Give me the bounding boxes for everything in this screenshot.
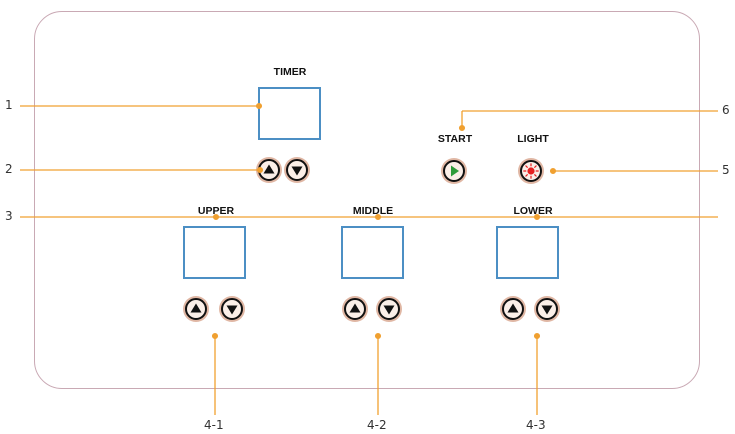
light-button[interactable] [520, 160, 542, 182]
down-arrow-icon [291, 166, 303, 176]
lower-label: LOWER [513, 205, 553, 217]
up-arrow-icon [190, 303, 202, 313]
leader-dot-5 [549, 167, 557, 175]
down-arrow-icon [541, 305, 553, 315]
callout-6: 6 [722, 103, 730, 117]
leader-dot-3-upper [212, 213, 220, 221]
down-arrow-icon [226, 305, 238, 315]
up-arrow-icon [349, 303, 361, 313]
callout-4-2: 4-2 [367, 418, 387, 432]
lower-display [496, 226, 559, 279]
timer-display [258, 87, 321, 140]
upper-down-button[interactable] [221, 298, 243, 320]
callout-4-1: 4-1 [204, 418, 224, 432]
callout-1: 1 [5, 98, 13, 112]
lower-down-button[interactable] [536, 298, 558, 320]
up-arrow-icon [263, 164, 275, 174]
callout-4-3: 4-3 [526, 418, 546, 432]
start-button[interactable] [443, 160, 465, 182]
up-arrow-icon [507, 303, 519, 313]
callout-3: 3 [5, 209, 13, 223]
middle-down-button[interactable] [378, 298, 400, 320]
start-label: START [437, 133, 473, 145]
control-panel [34, 11, 700, 389]
timer-label: TIMER [273, 66, 307, 78]
down-arrow-icon [383, 305, 395, 315]
play-icon [451, 165, 459, 177]
callout-5: 5 [722, 163, 730, 177]
upper-up-button[interactable] [185, 298, 207, 320]
leader-dot-3-middle [374, 213, 382, 221]
middle-up-button[interactable] [344, 298, 366, 320]
light-label: LIGHT [517, 133, 549, 145]
leader-dot-1 [255, 102, 263, 110]
light-icon [523, 163, 539, 179]
timer-down-button[interactable] [286, 159, 308, 181]
leader-dot-2 [256, 166, 264, 174]
callout-2: 2 [5, 162, 13, 176]
leader-dot-4-1 [211, 332, 219, 340]
middle-label: MIDDLE [352, 205, 394, 217]
leader-dot-4-3 [533, 332, 541, 340]
upper-display [183, 226, 246, 279]
lower-up-button[interactable] [502, 298, 524, 320]
leader-dot-6 [458, 124, 466, 132]
leader-dot-3-lower [533, 213, 541, 221]
upper-label: UPPER [197, 205, 235, 217]
middle-display [341, 226, 404, 279]
leader-dot-4-2 [374, 332, 382, 340]
